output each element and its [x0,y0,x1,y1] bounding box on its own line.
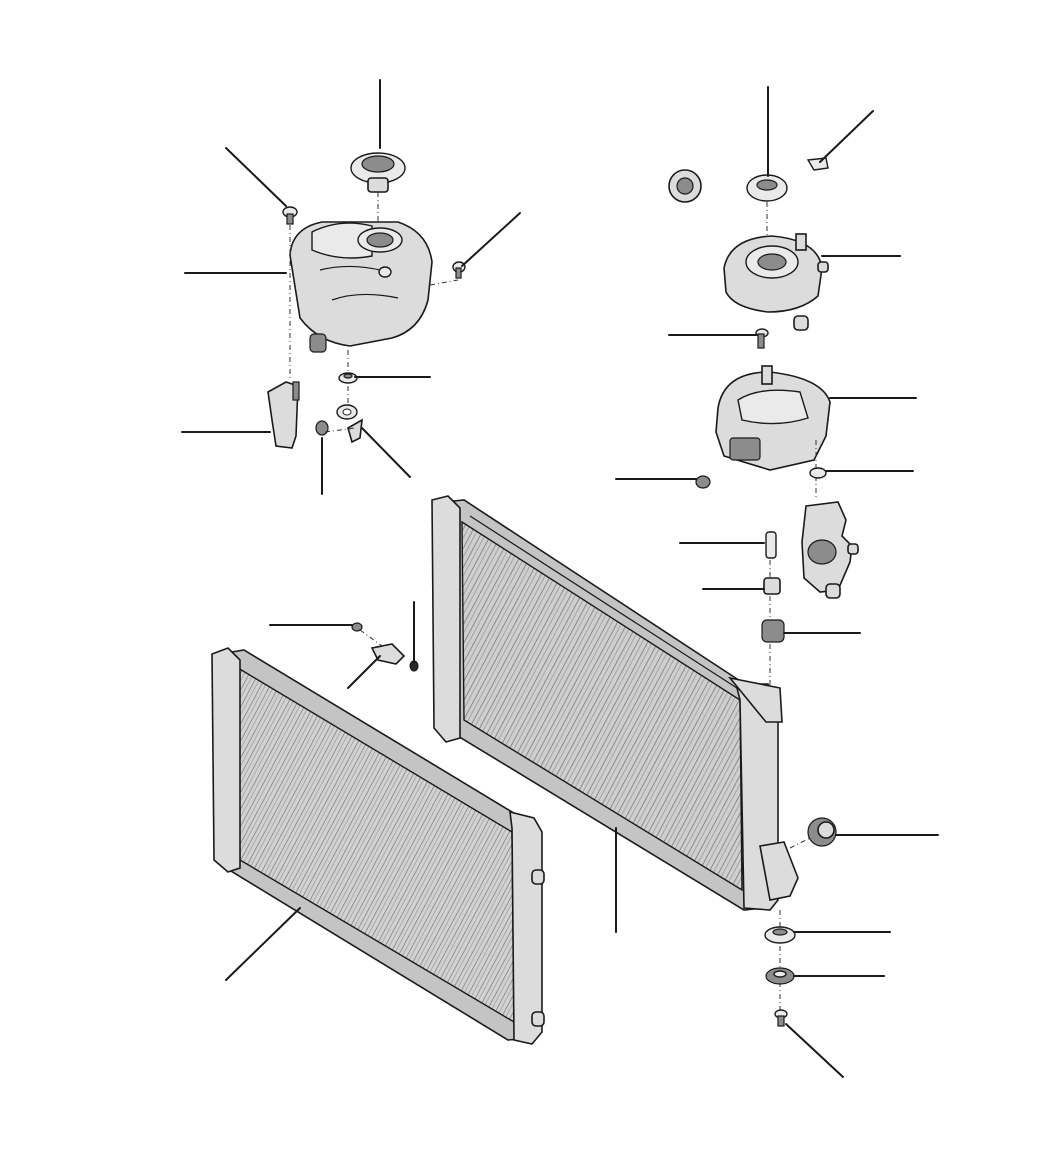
screw-lower [774,1009,788,1027]
auxiliary-radiator [211,647,545,1045]
rubber-bushing-lower [764,926,796,944]
hose-coupling-right [807,817,837,847]
lower-mount-group [764,817,837,1027]
nipple-right [695,475,711,489]
expansion-tank-left [289,221,433,353]
callout-line-10 [819,110,874,163]
expansion-tank-left-group [267,152,466,449]
sensor-screw [351,622,363,632]
callout-line-7 [361,427,411,478]
callout-lines [181,79,939,1078]
sleeve-right [763,577,781,595]
filler-cap-right [746,174,788,202]
grommet-left [338,372,358,384]
clip-bracket-left [347,418,363,444]
screw-tank-right [452,261,466,279]
temperature-sensor [370,643,406,665]
pin-right [765,531,777,559]
clip-right [806,157,829,171]
rubber-mount-right [761,619,785,643]
nut-left [315,420,329,436]
callout-line-24 [225,907,301,981]
expansion-tank-right [723,233,829,331]
temperature-sensor-group [351,622,419,672]
coolant-valve [801,501,859,599]
callout-line-27 [785,1023,844,1078]
grommet-right [809,467,827,479]
screw-right-tank [755,328,769,349]
screw-tank-left [282,206,298,225]
tank-holder-right [715,365,831,471]
washer-left [336,404,358,420]
mounting-pad-lower [765,967,795,985]
cap-adapter-right [668,169,702,203]
mounting-bracket-left [267,381,300,449]
main-radiator [431,495,799,911]
filler-cap-left [350,152,406,193]
callout-line-2 [225,147,287,207]
expansion-tank-right-group [668,157,859,690]
callout-line-20 [347,655,381,689]
callout-line-3 [461,212,521,267]
